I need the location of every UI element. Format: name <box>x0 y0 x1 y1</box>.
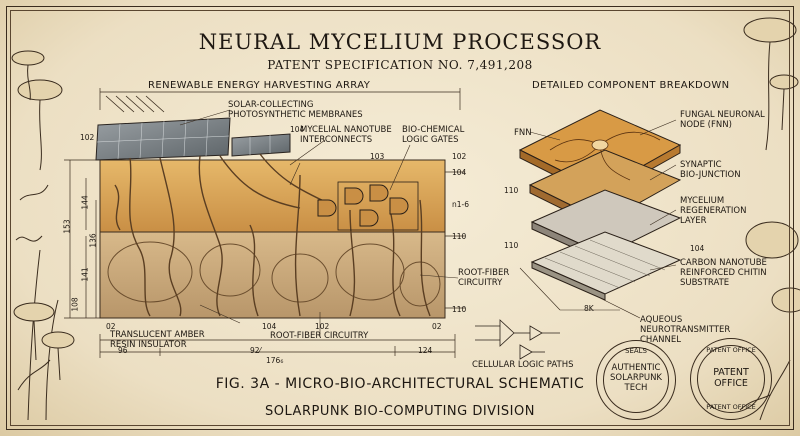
patent-office-seal: PATENT OFFICE PATENT OFFICE PATENT OFFIC… <box>690 338 772 420</box>
ref-103: 103 <box>370 152 385 161</box>
label-root-fiber-right: ROOT-FIBER CIRCUITRY <box>458 268 510 288</box>
right-callout-leaders <box>519 119 677 319</box>
label-aqueous-channel: AQUEOUS NEUROTRANSMITTER CHANNEL <box>640 315 731 345</box>
dim-136: 136 <box>88 233 98 248</box>
figure-caption: FIG. 3A - MICRO-BIO-ARCHITECTURAL SCHEMA… <box>215 376 585 392</box>
label-amber-resin: TRANSLUCENT AMBER RESIN INSULATOR <box>110 330 205 350</box>
label-synaptic-junction: SYNAPTIC BIO-JUNCTION <box>680 160 741 180</box>
ref-104-right: 104 <box>452 168 467 177</box>
dim-153: 153 <box>62 219 72 234</box>
label-mycelial-interconnects: MYCELIAL NANOTUBE INTERCONNECTS <box>300 125 392 145</box>
right-panel-heading: DETAILED COMPONENT BREAKDOWN <box>532 80 730 91</box>
ref-104-right-panel: 104 <box>690 244 705 253</box>
ref-110-bottom: 110 <box>452 305 467 314</box>
patent-seal-text: PATENT OFFICE <box>713 367 749 389</box>
fnn-neuron-drawing <box>549 131 661 181</box>
ref-104-bottom: 104 <box>262 322 277 331</box>
page-title: NEURAL MYCELIUM PROCESSOR <box>198 30 602 54</box>
left-panel-heading: RENEWABLE ENERGY HARVESTING ARRAY <box>148 80 371 91</box>
dimension-lines <box>64 88 465 358</box>
dim-108: 108 <box>70 297 80 312</box>
label-fnn-tag: FNN <box>514 128 532 138</box>
ref-110-a: 110 <box>504 186 519 195</box>
logic-gate-cluster <box>317 184 409 227</box>
dim-141: 141 <box>80 267 90 282</box>
sun-ray-arrows <box>105 95 165 113</box>
logic-gate-frame <box>337 181 419 231</box>
dim-92: 92⁄ <box>250 346 261 355</box>
formula-label: n1-6 <box>452 200 470 209</box>
outer-border <box>6 6 794 430</box>
ref-102-left: 102 <box>80 133 95 142</box>
mycelium-roots <box>114 153 431 317</box>
label-solar-membranes: SOLAR-COLLECTING PHOTOSYNTHETIC MEMBRANE… <box>228 100 363 120</box>
soil-cells <box>107 241 441 307</box>
inner-border <box>10 10 790 426</box>
ref-02-bottom: 02 <box>432 322 442 331</box>
ref-110-b: 110 <box>504 241 519 250</box>
ref-104-top: 104 <box>290 125 305 134</box>
label-fungal-neuronal-node: FUNGAL NEURONAL NODE (FNN) <box>680 110 765 130</box>
cellular-logic-paths-diagram <box>475 319 560 360</box>
left-mushroom-decoration <box>11 50 75 421</box>
patent-seal-arc-bottom: PATENT OFFICE <box>706 403 756 411</box>
label-logic-gates: BIO-CHEMICAL LOGIC GATES <box>402 125 465 145</box>
seal-arc-text: SEALS <box>625 347 647 355</box>
dim-176: 176₆ <box>266 356 284 365</box>
ref-02-left: 02 <box>106 322 116 331</box>
division-name: SOLARPUNK BIO-COMPUTING DIVISION <box>265 404 535 419</box>
label-root-fiber-bottom: ROOT-FIBER CIRCUITRY <box>270 331 369 341</box>
ref-8k: 8K <box>584 304 594 313</box>
callout-leaders <box>179 109 459 337</box>
ref-102-right: 102 <box>452 152 467 161</box>
label-cellular-logic-paths: CELLULAR LOGIC PATHS <box>472 360 574 370</box>
dim-144: 144 <box>80 195 90 210</box>
ref-110-right: 110 <box>452 232 467 241</box>
seal-text: AUTHENTIC SOLARPUNK TECH <box>609 363 663 393</box>
patent-number: PATENT SPECIFICATION NO. 7,491,208 <box>267 58 533 72</box>
dim-96: 96 <box>118 346 128 355</box>
authentic-solarpunk-seal: SEALS AUTHENTIC SOLARPUNK TECH <box>596 340 676 420</box>
solar-panels <box>95 117 291 161</box>
patent-seal-arc-top: PATENT OFFICE <box>706 346 756 354</box>
dim-124: 124 <box>418 346 433 355</box>
substrate-hatching <box>544 239 666 289</box>
exploded-layer-stack <box>518 109 682 301</box>
ref-102-bottom: 102 <box>315 322 330 331</box>
label-mycelium-regeneration: MYCELIUM REGENERATION LAYER <box>680 196 747 226</box>
label-carbon-substrate: CARBON NANOTUBE REINFORCED CHITIN SUBSTR… <box>680 258 767 288</box>
